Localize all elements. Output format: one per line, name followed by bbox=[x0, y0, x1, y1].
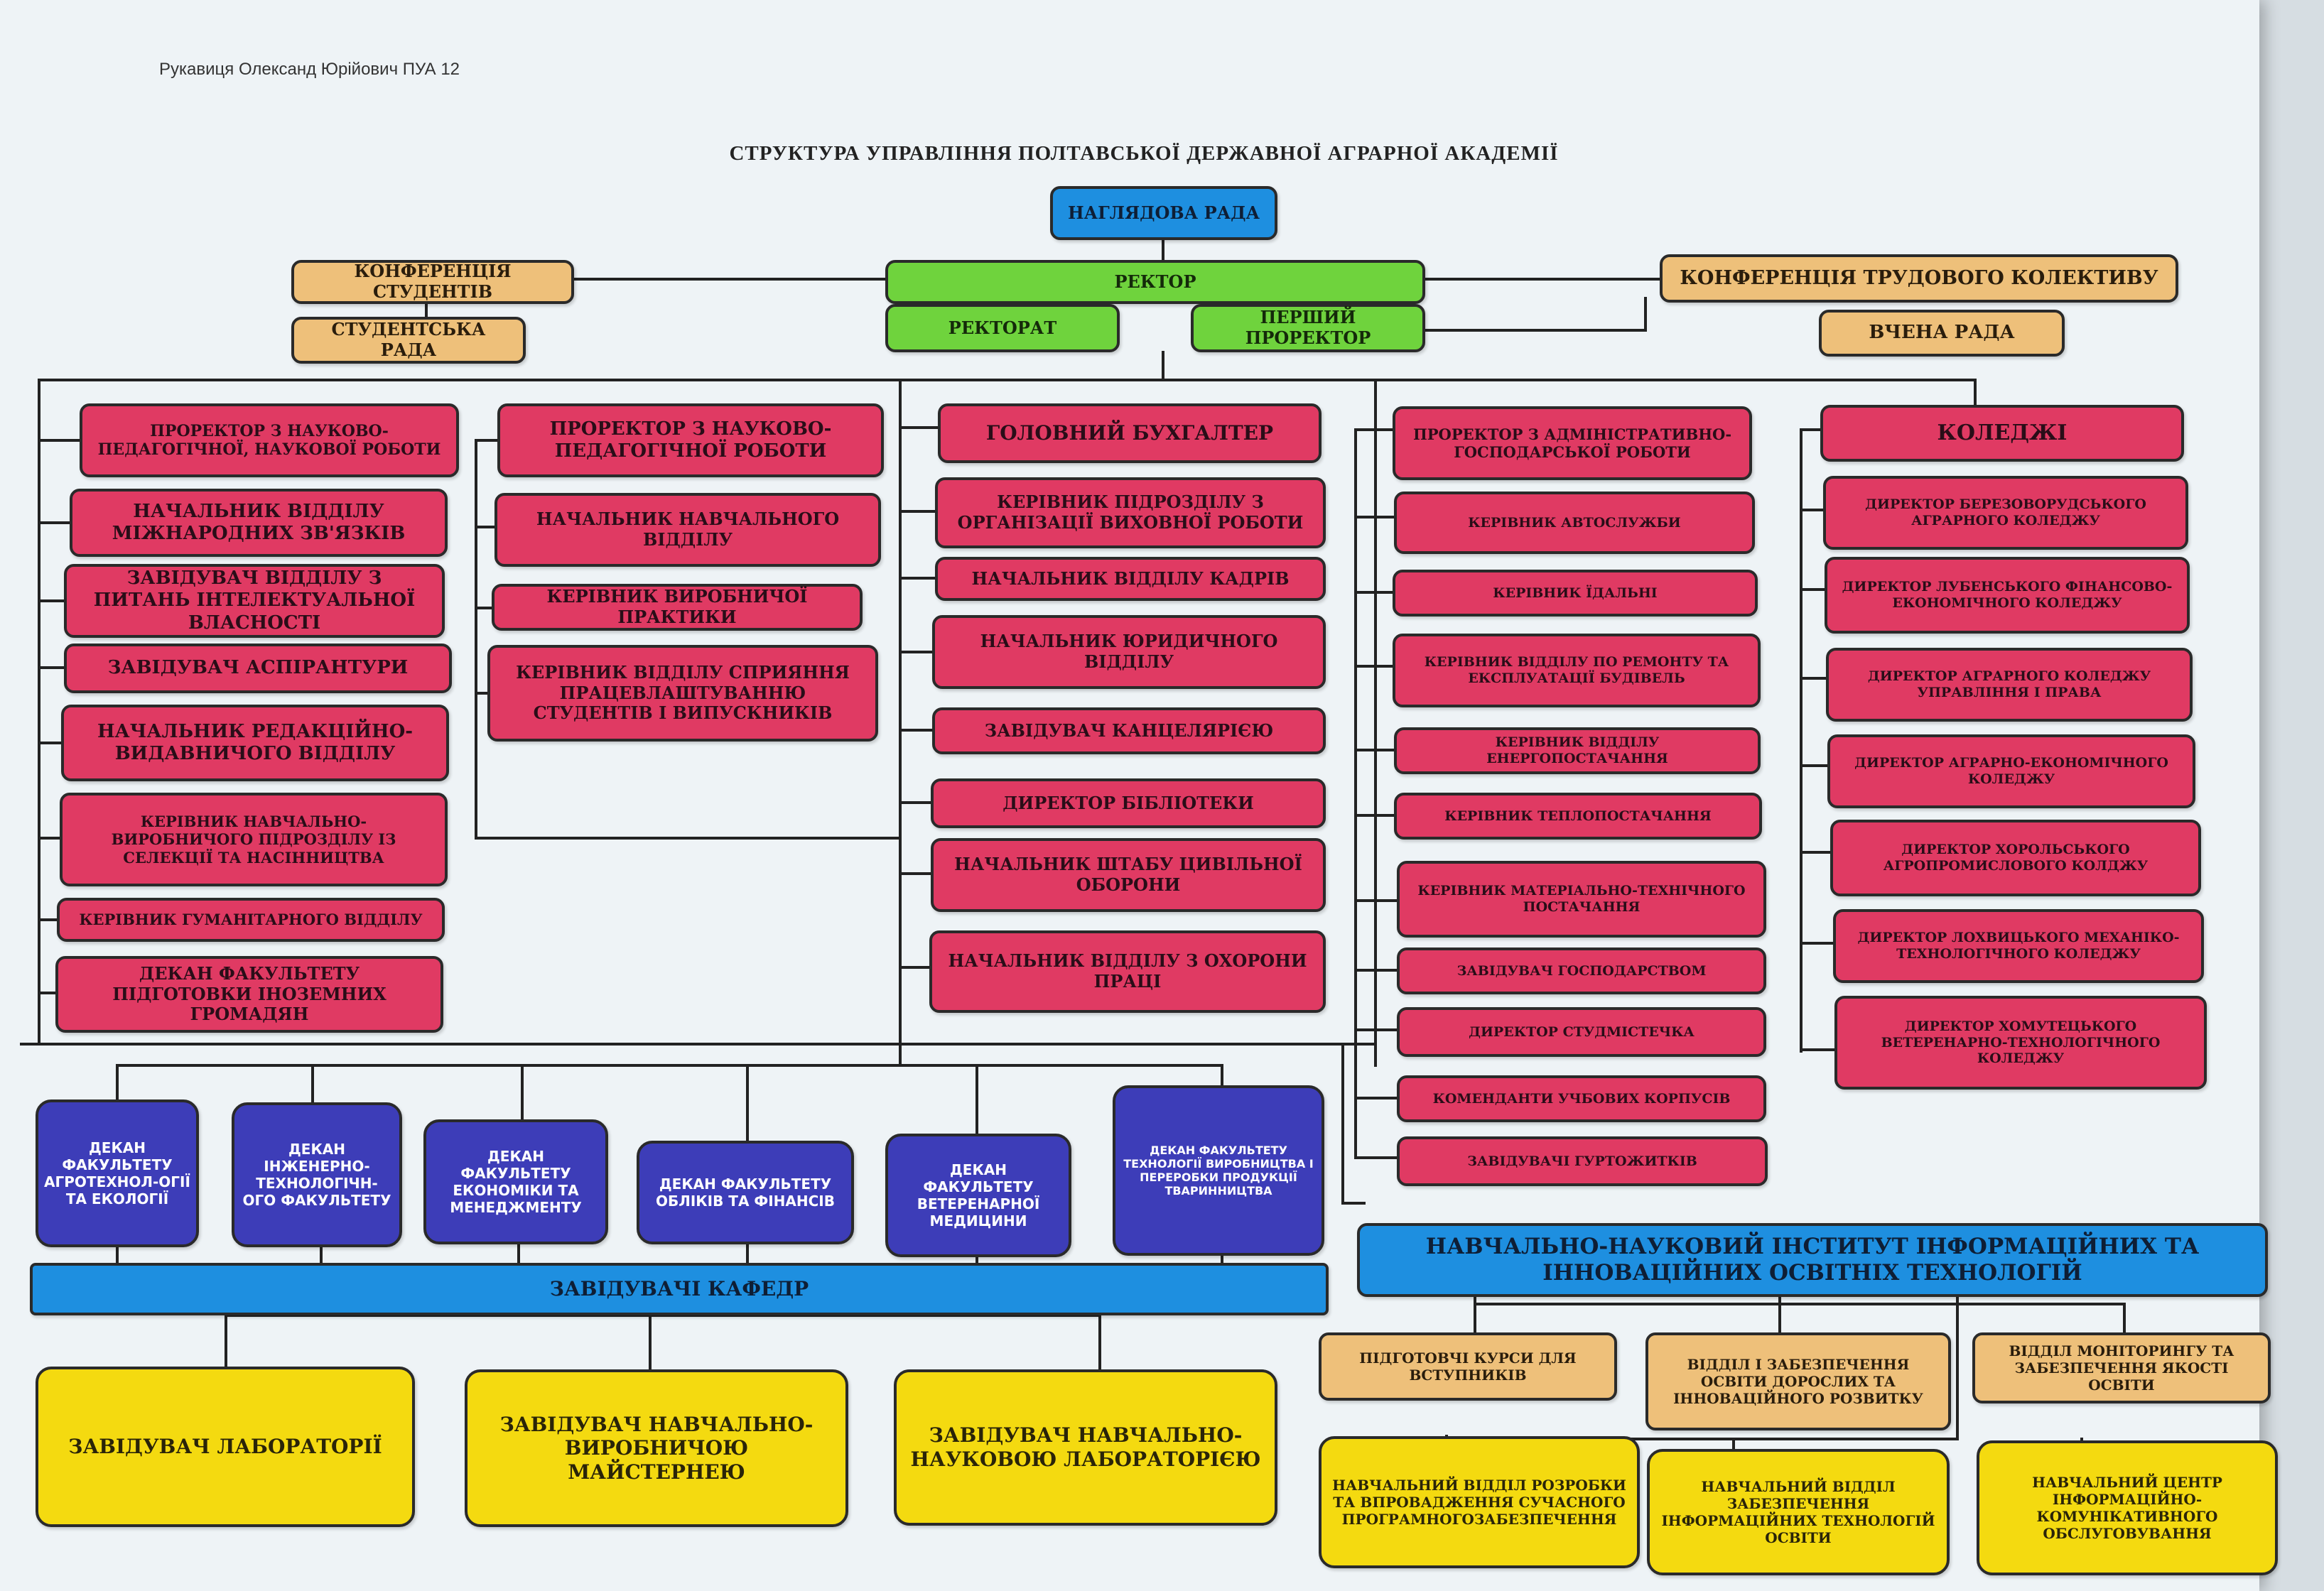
node-humanitarian-department: КЕРІВНИК ГУМАНІТАРНОГО ВІДДІЛУ bbox=[57, 898, 445, 942]
node-foreign-citizens-dean: ДЕКАН ФАКУЛЬТЕТУ ПІДГОТОВКИ ІНОЗЕМНИХ ГР… bbox=[55, 956, 443, 1033]
node-industrial-practice: КЕРІВНИК ВИРОБНИЧОЇ ПРАКТИКИ bbox=[492, 584, 863, 631]
node-college-lokhvytsia: ДИРЕКТОР ЛОХВИЦЬКОГО МЕХАНІКО-ТЕХНОЛОГІЧ… bbox=[1833, 909, 2204, 983]
node-academic-council: ВЧЕНА РАДА bbox=[1819, 310, 2065, 357]
node-rectorate: РЕКТОРАТ bbox=[885, 304, 1120, 352]
node-prorector-scientific-pedagogical: ПРОРЕКТОР З НАУКОВО-ПЕДАГОГІЧНОЇ РОБОТИ bbox=[497, 403, 884, 477]
node-educational-work-unit: КЕРІВНИК ПІДРОЗДІЛУ З ОРГАНІЗАЦІЇ ВИХОВН… bbox=[935, 477, 1326, 548]
node-postgraduate-head: ЗАВІДУВАЧ АСПІРАНТУРИ bbox=[64, 644, 452, 693]
node-college-management-law: ДИРЕКТОР АГРАРНОГО КОЛЕДЖУ УПРАВЛІННЯ І … bbox=[1826, 648, 2193, 722]
node-prorector-administrative: ПРОРЕКТОР З АДМІНІСТРАТИВНО-ГОСПОДАРСЬКО… bbox=[1393, 406, 1752, 480]
node-prorector-scientific-pedagogical-research: ПРОРЕКТОР З НАУКОВО-ПЕДАГОГІЧНОЇ, НАУКОВ… bbox=[80, 403, 459, 477]
node-library-director: ДИРЕКТОР БІБЛІОТЕКИ bbox=[931, 778, 1326, 828]
node-college-agro-economic: ДИРЕКТОР АГРАРНО-ЕКОНОМІЧНОГО КОЛЕДЖУ bbox=[1827, 734, 2195, 808]
node-hr-department: НАЧАЛЬНИК ВІДДІЛУ КАДРІВ bbox=[935, 557, 1326, 601]
node-employment-assistance: КЕРІВНИК ВІДДІЛУ СПРИЯННЯ ПРАЦЕВЛАШТУВАН… bbox=[487, 645, 878, 742]
node-college-khomutets: ДИРЕКТОР ХОМУТЕЦЬКОГО ВЕТЕРЕНАРНО-ТЕХНОЛ… bbox=[1834, 996, 2207, 1090]
node-first-prorector: ПЕРШИЙ ПРОРЕКТОР bbox=[1191, 304, 1425, 352]
node-it-support-department: НАВЧАЛЬНИЙ ВІДДІЛ ЗАБЕЗПЕЧЕННЯ ІНФОРМАЦІ… bbox=[1647, 1449, 1950, 1575]
node-software-department: НАВЧАЛЬНИЙ ВІДДІЛ РОЗРОБКИ ТА ВПРОВАДЖЕН… bbox=[1319, 1436, 1640, 1568]
node-student-council: СТУДЕНТСЬКА РАДА bbox=[291, 317, 526, 364]
node-department-heads: ЗАВІДУВАЧІ КАФЕДР bbox=[30, 1263, 1329, 1315]
node-workshop-head: ЗАВІДУВАЧ НАВЧАЛЬНО-ВИРОБНИЧОЮ МАЙСТЕРНЕ… bbox=[465, 1369, 848, 1527]
node-legal-department: НАЧАЛЬНИК ЮРИДИЧНОГО ВІДДІЛУ bbox=[932, 615, 1326, 689]
node-auto-service: КЕРІВНИК АВТОСЛУЖБИ bbox=[1394, 492, 1755, 554]
node-it-institute: НАВЧАЛЬНО-НАУКОВИЙ ІНСТИТУТ ІНФОРМАЦІЙНИ… bbox=[1357, 1223, 2268, 1297]
node-building-maintenance: КЕРІВНИК ВІДДІЛУ ПО РЕМОНТУ ТА ЕКСПЛУАТА… bbox=[1393, 634, 1761, 707]
node-college-lubny: ДИРЕКТОР ЛУБЕНСЬКОГО ФІНАНСОВО-ЕКОНОМІЧН… bbox=[1825, 557, 2190, 634]
node-academic-department: НАЧАЛЬНИК НАВЧАЛЬНОГО ВІДДІЛУ bbox=[494, 493, 881, 567]
node-material-supply: КЕРІВНИК МАТЕРІАЛЬНО-ТЕХНІЧНОГО ПОСТАЧАН… bbox=[1397, 861, 1766, 938]
node-dean-engineering: ДЕКАН ІНЖЕНЕРНО-ТЕХНОЛОГІЧН-ОГО ФАКУЛЬТЕ… bbox=[232, 1102, 402, 1247]
node-international-relations: НАЧАЛЬНИК ВІДДІЛУ МІЖНАРОДНИХ ЗВ'ЯЗКІВ bbox=[70, 489, 448, 557]
node-dean-accounting: ДЕКАН ФАКУЛЬТЕТУ ОБЛІКІВ ТА ФІНАНСІВ bbox=[637, 1141, 854, 1244]
node-intellectual-property: ЗАВІДУВАЧ ВІДДІЛУ З ПИТАНЬ ІНТЕЛЕКТУАЛЬН… bbox=[64, 564, 445, 638]
node-preparatory-courses: ПІДГОТОВЧІ КУРСИ ДЛЯ ВСТУПНИКІВ bbox=[1319, 1332, 1617, 1401]
node-research-lab-head: ЗАВІДУВАЧ НАВЧАЛЬНО-НАУКОВОЮ ЛАБОРАТОРІЄ… bbox=[894, 1369, 1277, 1526]
node-building-commandants: КОМЕНДАНТИ УЧБОВИХ КОРПУСІВ bbox=[1397, 1075, 1766, 1122]
node-publishing-department: НАЧАЛЬНИК РЕДАКЦІЙНО-ВИДАВНИЧОГО ВІДДІЛУ bbox=[61, 705, 449, 781]
node-supervisory-board: НАГЛЯДОВА РАДА bbox=[1050, 186, 1277, 240]
node-canteen: КЕРІВНИК ЇДАЛЬНІ bbox=[1393, 570, 1758, 617]
node-selection-seed-unit: КЕРІВНИК НАВЧАЛЬНО-ВИРОБНИЧОГО ПІДРОЗДІЛ… bbox=[60, 793, 448, 886]
node-rector: РЕКТОР bbox=[885, 260, 1425, 304]
node-adult-education: ВІДДІЛ І ЗАБЕЗПЕЧЕННЯ ОСВІТИ ДОРОСЛИХ ТА… bbox=[1645, 1332, 1951, 1430]
node-labor-protection: НАЧАЛЬНИК ВІДДІЛУ З ОХОРОНИ ПРАЦІ bbox=[929, 930, 1326, 1013]
node-college-berezovorudka: ДИРЕКТОР БЕРЕЗОВОРУДСЬКОГО АГРАРНОГО КОЛ… bbox=[1823, 476, 2188, 550]
node-labor-conference: КОНФЕРЕНЦІЯ ТРУДОВОГО КОЛЕКТИВУ bbox=[1660, 254, 2178, 303]
node-energy-supply: КЕРІВНИК ВІДДІЛУ ЕНЕРГОПОСТАЧАННЯ bbox=[1394, 727, 1761, 774]
chart-title: СТРУКТУРА УПРАВЛІННЯ ПОЛТАВСЬКОЇ ДЕРЖАВН… bbox=[729, 142, 1559, 165]
node-dormitory-heads: ЗАВІДУВАЧІ ГУРТОЖИТКІВ bbox=[1397, 1136, 1768, 1186]
node-lab-head: ЗАВІДУВАЧ ЛАБОРАТОРІЇ bbox=[36, 1367, 415, 1527]
node-ict-center: НАВЧАЛЬНИЙ ЦЕНТР ІНФОРМАЦІЙНО-КОМУНІКАТИ… bbox=[1977, 1440, 2278, 1575]
node-heat-supply: КЕРІВНИК ТЕПЛОПОСТАЧАННЯ bbox=[1394, 793, 1762, 840]
node-campus-director: ДИРЕКТОР СТУДМІСТЕЧКА bbox=[1397, 1007, 1766, 1057]
node-civil-defense: НАЧАЛЬНИК ШТАБУ ЦИВІЛЬНОЇ ОБОРОНИ bbox=[931, 838, 1326, 912]
node-dean-livestock: ДЕКАН ФАКУЛЬТЕТУ ТЕХНОЛОГІЇ ВИРОБНИЦТВА … bbox=[1113, 1085, 1324, 1256]
node-dean-economics: ДЕКАН ФАКУЛЬТЕТУ ЕКОНОМІКИ ТА МЕНЕДЖМЕНТ… bbox=[423, 1119, 608, 1244]
author-caption: Рукавиця Олександ Юрійович ПУА 12 bbox=[159, 60, 460, 79]
node-student-conference: КОНФЕРЕНЦІЯ СТУДЕНТІВ bbox=[291, 260, 574, 304]
node-dean-veterinary: ДЕКАН ФАКУЛЬТЕТУ ВЕТЕРЕНАРНОЇ МЕДИЦИНИ bbox=[885, 1134, 1071, 1257]
node-colleges: КОЛЕДЖІ bbox=[1820, 405, 2184, 462]
node-chancellery: ЗАВІДУВАЧ КАНЦЕЛЯРІЄЮ bbox=[932, 707, 1326, 754]
node-chief-accountant: ГОЛОВНИЙ БУХГАЛТЕР bbox=[938, 403, 1322, 463]
node-quality-monitoring: ВІДДІЛ МОНІТОРИНГУ ТА ЗАБЕЗПЕЧЕННЯ ЯКОСТ… bbox=[1972, 1332, 2271, 1403]
node-dean-agrotechnology: ДЕКАН ФАКУЛЬТЕТУ АГРОТЕХНОЛ-ОГІЇ ТА ЕКОЛ… bbox=[36, 1099, 199, 1247]
node-household-head: ЗАВІДУВАЧ ГОСПОДАРСТВОМ bbox=[1397, 947, 1766, 994]
node-college-khorol: ДИРЕКТОР ХОРОЛЬСЬКОГО АГРОПРОМИСЛОВОГО К… bbox=[1830, 820, 2201, 896]
